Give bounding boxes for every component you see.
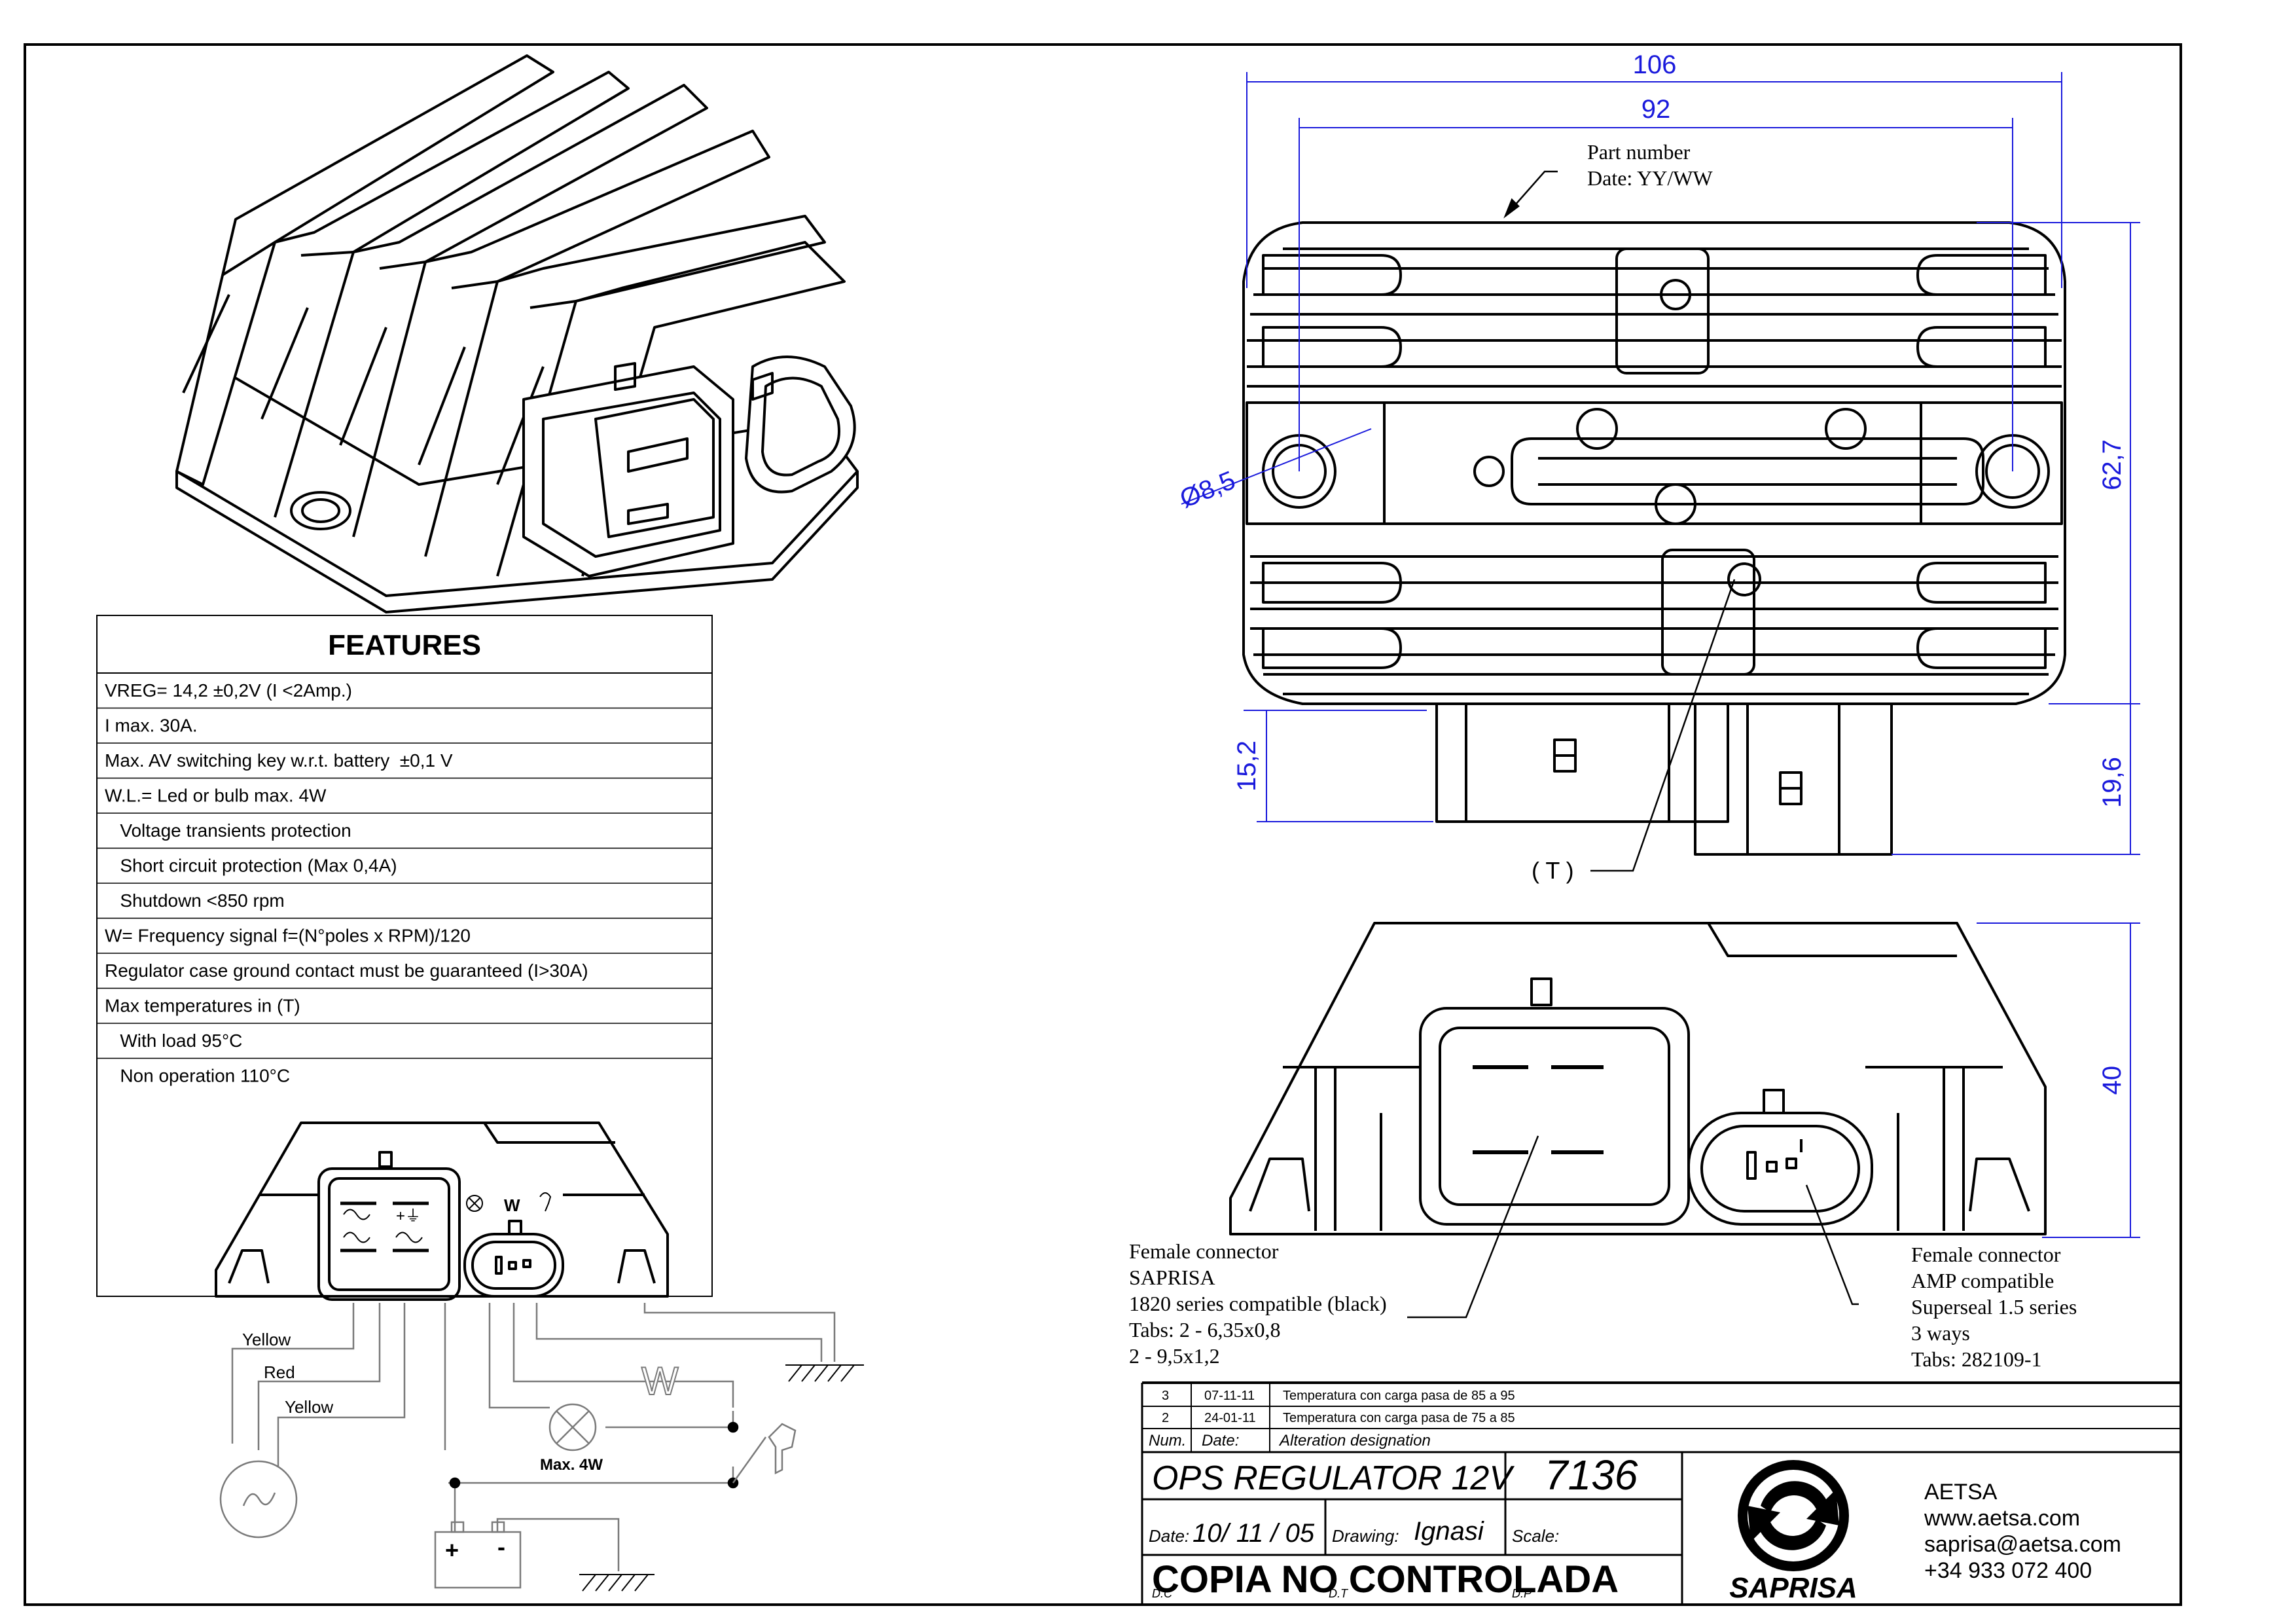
rev-header-num: Num. bbox=[1149, 1432, 1186, 1450]
part-number-label: Part number bbox=[1587, 140, 1691, 164]
date-value: 10/ 11 / 05 bbox=[1193, 1519, 1315, 1548]
feature-row: Max. AV switching key w.r.t. battery ±0,… bbox=[105, 750, 453, 771]
isometric-view bbox=[175, 54, 859, 613]
scale-label: Scale: bbox=[1512, 1526, 1559, 1546]
battery-plus-label: + bbox=[445, 1537, 459, 1563]
svg-text:Female connector: Female connector bbox=[1129, 1239, 1279, 1263]
battery-symbol bbox=[434, 1521, 522, 1589]
feature-row: I max. 30A. bbox=[105, 716, 198, 736]
rev-header-text: Alteration designation bbox=[1278, 1432, 1431, 1450]
company-web: www.aetsa.com bbox=[1924, 1506, 2080, 1531]
feature-row: Max temperatures in (T) bbox=[105, 996, 300, 1016]
w-output-label: W bbox=[641, 1359, 679, 1403]
date-label: Date: bbox=[1149, 1526, 1189, 1546]
rev-header-date: Date: bbox=[1202, 1432, 1239, 1450]
company-phone: +34 933 072 400 bbox=[1924, 1558, 2092, 1583]
t-leader bbox=[1590, 579, 1736, 872]
svg-text:3 ways: 3 ways bbox=[1911, 1321, 1970, 1345]
drawing-title: OPS REGULATOR 12V bbox=[1152, 1459, 1515, 1497]
dimension-lines bbox=[1181, 72, 2140, 1238]
female-saprisa-label: Female connector SAPRISA 1820 series com… bbox=[1129, 1239, 1387, 1368]
part-number-leader bbox=[1503, 170, 1558, 219]
drawing-number: 7136 bbox=[1545, 1451, 1638, 1499]
feature-row: Shutdown <850 rpm bbox=[105, 890, 285, 911]
front-view bbox=[1229, 922, 2047, 1235]
svg-text:Tabs: 2 - 6,35x0,8: Tabs: 2 - 6,35x0,8 bbox=[1129, 1318, 1281, 1341]
svg-text:Female connector: Female connector bbox=[1911, 1243, 2061, 1266]
drawing-label: Drawing: bbox=[1332, 1526, 1399, 1546]
revision-num: 3 bbox=[1162, 1389, 1169, 1403]
features-title: FEATURES bbox=[328, 629, 481, 661]
dim-diameter-8-5: Ø8,5 bbox=[1176, 465, 1240, 513]
battery-minus-label: - bbox=[497, 1533, 505, 1560]
revision-text: Temperatura con carga pasa de 75 a 85 bbox=[1283, 1411, 1515, 1425]
top-view bbox=[1242, 221, 2066, 856]
title-block bbox=[1142, 1452, 1683, 1605]
revision-rows: 3 07-11-11 Temperatura con carga pasa de 8… bbox=[1162, 1389, 1515, 1425]
svg-text:2 - 9,5x1,2: 2 - 9,5x1,2 bbox=[1129, 1344, 1220, 1368]
feature-row: VREG= 14,2 ±0,2V (I <2Amp.) bbox=[105, 680, 352, 701]
stamp-sub-dt: D.T bbox=[1329, 1587, 1349, 1600]
lamp-max-4w-label: Max. 4W bbox=[540, 1456, 603, 1474]
ground-symbols bbox=[579, 1364, 864, 1592]
revision-num: 2 bbox=[1162, 1411, 1169, 1425]
stamp-sub-dp: D.P bbox=[1512, 1587, 1532, 1600]
feature-row: Non operation 110°C bbox=[105, 1066, 290, 1086]
revision-date: 24-01-11 bbox=[1204, 1411, 1256, 1425]
svg-text:1820 series compatible (black): 1820 series compatible (black) bbox=[1129, 1292, 1387, 1315]
part-number-date-label: Date: YY/WW bbox=[1587, 166, 1713, 190]
feature-row: With load 95°C bbox=[105, 1030, 242, 1051]
saprisa-logo bbox=[1738, 1460, 1849, 1571]
dim-15-2: 15,2 bbox=[1232, 740, 1261, 792]
feature-row: Regulator case ground contact must be gu… bbox=[105, 960, 588, 981]
wiring-connector-symbols: +⏚ bbox=[343, 1192, 552, 1243]
female-amp-label: Female connector AMP compatible Supersea… bbox=[1911, 1243, 2077, 1371]
company-email: saprisa@aetsa.com bbox=[1924, 1532, 2121, 1557]
dim-19-6: 19,6 bbox=[2098, 757, 2126, 808]
feature-row: W= Frequency signal f=(N°poles x RPM)/12… bbox=[105, 926, 471, 946]
wiring-front-view bbox=[215, 1122, 669, 1301]
dim-40: 40 bbox=[2098, 1066, 2126, 1095]
svg-text:Superseal 1.5 series: Superseal 1.5 series bbox=[1911, 1295, 2077, 1319]
wire-yellow-1-label: Yellow bbox=[242, 1330, 291, 1349]
wiring-lines bbox=[231, 1303, 836, 1571]
alternator-symbol bbox=[219, 1460, 298, 1539]
feature-row: Voltage transients protection bbox=[105, 820, 351, 841]
feature-row: W.L.= Led or bulb max. 4W bbox=[105, 786, 327, 806]
svg-text:+⏚: +⏚ bbox=[396, 1207, 421, 1225]
svg-text:AMP compatible: AMP compatible bbox=[1911, 1269, 2054, 1292]
copy-stamp: COPIA NO CONTROLADA bbox=[1152, 1558, 1619, 1601]
lamp-symbol bbox=[548, 1403, 597, 1451]
dim-106: 106 bbox=[1633, 50, 1677, 79]
saprisa-logo-text: SAPRISA bbox=[1729, 1572, 1857, 1604]
drawing-value: Ignasi bbox=[1414, 1517, 1484, 1546]
revision-table bbox=[1141, 1381, 2181, 1605]
svg-text:SAPRISA: SAPRISA bbox=[1129, 1266, 1215, 1289]
ignition-key-symbol bbox=[449, 1421, 797, 1489]
features-rows: VREG= 14,2 ±0,2V (I <2Amp.) I max. 30A. Ma… bbox=[105, 680, 588, 1086]
company-name: AETSA bbox=[1924, 1480, 1998, 1504]
wire-red-label: Red bbox=[264, 1362, 295, 1382]
connector-w-glyph: W bbox=[504, 1195, 520, 1215]
connector-leaders bbox=[1407, 1135, 1859, 1319]
stamp-sub-dc: D.C bbox=[1152, 1587, 1173, 1600]
revision-text: Temperatura con carga pasa de 85 a 95 bbox=[1283, 1389, 1515, 1403]
dim-92: 92 bbox=[1641, 95, 1671, 124]
wire-yellow-2-label: Yellow bbox=[285, 1397, 333, 1417]
feature-row: Short circuit protection (Max 0,4A) bbox=[105, 856, 397, 876]
t-marker-label: ( T ) bbox=[1532, 857, 1574, 884]
svg-text:Tabs: 282109-1: Tabs: 282109-1 bbox=[1911, 1347, 2042, 1371]
dim-62-7: 62,7 bbox=[2098, 439, 2126, 490]
revision-date: 07-11-11 bbox=[1204, 1389, 1255, 1403]
sheet-border bbox=[24, 43, 2182, 1606]
